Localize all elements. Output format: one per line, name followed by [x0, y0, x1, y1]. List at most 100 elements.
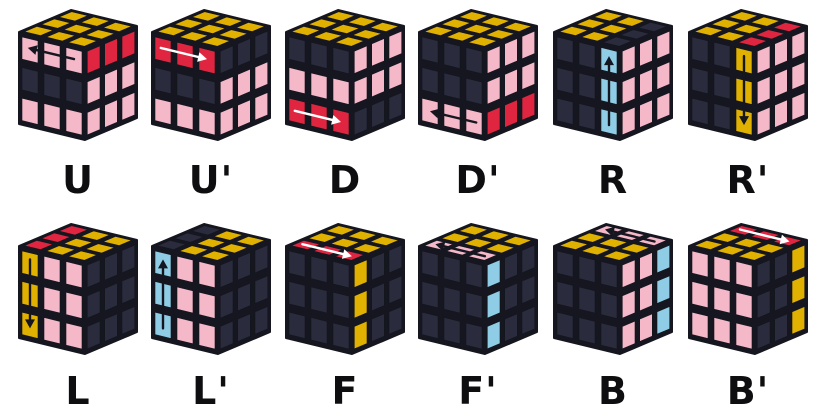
move-label: D' [423, 158, 533, 202]
cube-12 [689, 224, 807, 354]
left-sticker [714, 73, 730, 99]
move-label: U' [156, 158, 266, 202]
left-sticker [311, 42, 327, 68]
left-sticker [579, 104, 595, 130]
move-label: L' [156, 369, 266, 413]
left-sticker [422, 37, 438, 63]
left-sticker [736, 323, 752, 349]
left-sticker [311, 73, 327, 99]
left-sticker [66, 323, 82, 349]
left-sticker [199, 262, 215, 288]
left-sticker [422, 251, 438, 277]
left-sticker [466, 78, 482, 104]
left-sticker [466, 262, 482, 288]
left-sticker [692, 282, 708, 308]
cube-10 [419, 224, 537, 354]
left-sticker [177, 73, 193, 99]
move-label: B [558, 369, 668, 413]
left-sticker [466, 292, 482, 318]
left-sticker [579, 42, 595, 68]
cube-6 [689, 10, 807, 140]
left-sticker [66, 109, 82, 135]
left-sticker [692, 68, 708, 94]
left-sticker [736, 262, 752, 288]
left-sticker [579, 256, 595, 282]
left-sticker [557, 37, 573, 63]
left-sticker [444, 42, 460, 68]
left-sticker [66, 78, 82, 104]
left-sticker [333, 323, 349, 349]
cube-8 [152, 224, 270, 354]
left-sticker [444, 256, 460, 282]
left-sticker [466, 48, 482, 74]
cube-11 [554, 224, 672, 354]
move-label: D [290, 158, 400, 202]
cube-3 [286, 10, 404, 140]
left-sticker [714, 256, 730, 282]
left-sticker [601, 292, 617, 318]
left-sticker [22, 68, 38, 94]
left-sticker [44, 73, 60, 99]
left-sticker [557, 251, 573, 277]
left-sticker [601, 323, 617, 349]
left-sticker [333, 48, 349, 74]
left-sticker [444, 73, 460, 99]
left-sticker [422, 312, 438, 338]
left-sticker [444, 287, 460, 313]
left-sticker [714, 104, 730, 130]
left-sticker [579, 287, 595, 313]
move-label: B' [693, 369, 803, 413]
left-sticker [155, 68, 171, 94]
left-sticker [333, 262, 349, 288]
left-sticker [44, 287, 60, 313]
left-sticker [311, 287, 327, 313]
left-sticker [289, 282, 305, 308]
left-sticker [44, 318, 60, 344]
move-label: F [290, 369, 400, 413]
left-sticker [601, 262, 617, 288]
left-sticker [579, 318, 595, 344]
left-sticker [422, 282, 438, 308]
move-label: U [23, 158, 133, 202]
left-sticker [557, 98, 573, 124]
left-sticker [177, 104, 193, 130]
left-sticker [44, 104, 60, 130]
left-sticker [333, 292, 349, 318]
left-sticker [155, 98, 171, 124]
left-sticker [692, 37, 708, 63]
move-label: L [23, 369, 133, 413]
left-sticker [466, 323, 482, 349]
left-sticker [66, 48, 82, 74]
left-sticker [199, 109, 215, 135]
left-sticker [289, 312, 305, 338]
left-sticker [66, 292, 82, 318]
left-sticker [714, 287, 730, 313]
left-sticker [422, 68, 438, 94]
cube-9 [286, 224, 404, 354]
cube-1 [19, 10, 137, 140]
left-sticker [289, 251, 305, 277]
move-label: F' [423, 369, 533, 413]
left-sticker [177, 256, 193, 282]
left-sticker [557, 68, 573, 94]
cube-4 [419, 10, 537, 140]
left-sticker [199, 323, 215, 349]
left-sticker [22, 98, 38, 124]
left-sticker [199, 78, 215, 104]
left-sticker [177, 287, 193, 313]
left-sticker [692, 251, 708, 277]
left-sticker [311, 318, 327, 344]
cube-2 [152, 10, 270, 140]
left-sticker [311, 256, 327, 282]
cube-7 [19, 224, 137, 354]
left-sticker [333, 78, 349, 104]
left-sticker [736, 292, 752, 318]
left-sticker [199, 292, 215, 318]
left-sticker [44, 256, 60, 282]
move-label: R [558, 158, 668, 202]
left-sticker [692, 98, 708, 124]
cube-5 [554, 10, 672, 140]
left-sticker [714, 318, 730, 344]
